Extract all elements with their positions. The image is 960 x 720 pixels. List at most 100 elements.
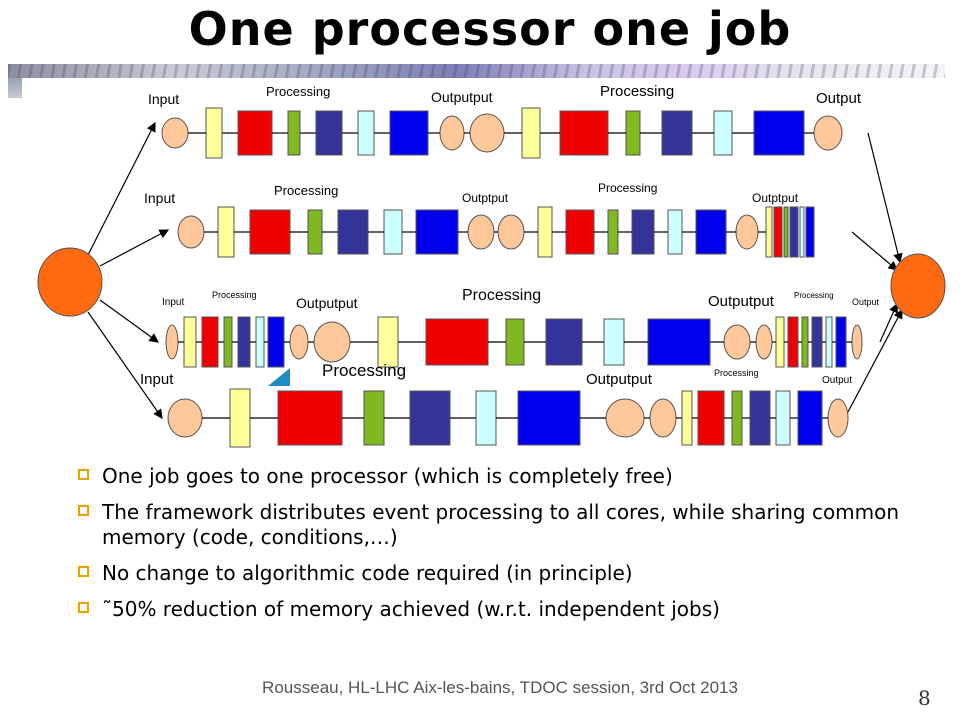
output-node	[605, 398, 645, 438]
stage-cyan-box	[383, 209, 403, 255]
stage-red-box	[425, 318, 489, 366]
stage-red-box	[787, 316, 799, 368]
flow-arrow	[867, 132, 903, 264]
output-node	[813, 115, 843, 151]
flow-arrow	[87, 121, 156, 256]
job-collector-node	[890, 253, 946, 319]
stage-blue-box	[389, 110, 429, 156]
bullet-item: One job goes to one processor (which is …	[78, 464, 938, 489]
diagram-label: Processing	[714, 368, 759, 378]
page-number: 8	[918, 686, 931, 710]
footer-citation: Rousseau, HL-LHC Aix-les-bains, TDOC ses…	[262, 678, 738, 697]
input-node	[497, 214, 525, 250]
output-node	[851, 324, 863, 360]
slide-title: One processor one job	[188, 2, 792, 56]
stage-navy-box	[545, 318, 583, 366]
flow-arrow	[87, 311, 163, 419]
bullet-text: ˜50% reduction of memory achieved (w.r.t…	[102, 597, 720, 621]
flow-arrow	[99, 229, 170, 267]
diagram-label: Processing	[598, 181, 657, 195]
flow-arrow	[847, 308, 903, 413]
stage-blue-box	[695, 209, 727, 255]
stage-cyan-box	[799, 206, 805, 258]
bullet-marker-icon	[78, 505, 89, 516]
stage-red-box	[565, 209, 595, 255]
bullet-text: One job goes to one processor (which is …	[102, 464, 673, 488]
stage-cyan-box	[357, 110, 375, 156]
stage-yellow-box	[229, 388, 251, 448]
bullet-item: ˜50% reduction of memory achieved (w.r.t…	[78, 597, 938, 622]
output-node	[289, 324, 309, 360]
stage-cyan-box	[667, 209, 683, 255]
diagram-label: Outputput	[296, 295, 358, 311]
decorative-wedge	[268, 368, 290, 386]
stage-blue-box	[647, 318, 711, 366]
bullet-list: One job goes to one processor (which is …	[78, 464, 938, 633]
input-node	[177, 215, 205, 249]
stage-green-box	[505, 318, 525, 366]
stage-navy-box	[237, 316, 251, 368]
stage-yellow-box	[217, 206, 235, 258]
diagram-label: Processing	[266, 84, 330, 99]
stage-green-box	[731, 390, 743, 446]
stage-red-box	[697, 390, 725, 446]
output-node	[467, 214, 495, 250]
output-node	[723, 324, 751, 360]
stage-cyan-box	[713, 110, 733, 156]
input-node	[165, 324, 179, 360]
bullet-marker-icon	[78, 469, 89, 480]
input-node	[755, 324, 773, 360]
stage-navy-box	[661, 110, 693, 156]
stage-blue-box	[835, 316, 847, 368]
stage-cyan-box	[603, 318, 625, 366]
stage-yellow-box	[183, 316, 197, 368]
diagram-label: Input	[140, 371, 174, 388]
bullet-item: No change to algorithmic code required (…	[78, 561, 938, 586]
stage-green-box	[625, 110, 641, 156]
diagram-label: Input	[148, 91, 179, 107]
stage-navy-box	[749, 390, 771, 446]
stage-navy-box	[315, 110, 343, 156]
stage-cyan-box	[475, 390, 497, 446]
diagram-label: Output	[816, 90, 862, 107]
input-node	[649, 398, 677, 438]
stage-green-box	[223, 316, 233, 368]
diagram-label: Input	[162, 297, 184, 308]
stage-navy-box	[337, 209, 369, 255]
stage-yellow-box	[537, 206, 553, 258]
stage-yellow-box	[377, 316, 399, 368]
stage-red-box	[237, 110, 273, 156]
stage-navy-box	[631, 209, 655, 255]
input-node	[469, 113, 505, 153]
diagram-label: Outputput	[586, 371, 653, 388]
diagram-label: Outptput	[462, 191, 509, 205]
stage-green-box	[307, 209, 323, 255]
diagram-label: Processing	[274, 183, 338, 198]
stage-red-box	[249, 209, 291, 255]
banner-fragment	[8, 78, 22, 98]
stage-blue-box	[517, 390, 581, 446]
output-node	[827, 398, 849, 438]
stage-cyan-box	[825, 316, 833, 368]
input-node	[167, 398, 203, 438]
stage-yellow-box	[681, 390, 693, 446]
diagram-label: Outputput	[431, 89, 493, 105]
diagram-label: Processing	[794, 291, 834, 300]
diagram-label: Processing	[462, 287, 541, 304]
diagram-label: Outputput	[708, 293, 775, 310]
diagram-label: Processing	[600, 83, 674, 100]
bullet-text: No change to algorithmic code required (…	[102, 561, 633, 585]
diagram-label: Output	[822, 375, 852, 386]
stage-green-box	[783, 206, 789, 258]
bullet-marker-icon	[78, 566, 89, 577]
bullet-text: The framework distributes event processi…	[102, 500, 900, 549]
header-banner-image	[8, 64, 945, 78]
job-dispatcher-node	[37, 247, 103, 317]
stage-cyan-box	[255, 316, 265, 368]
input-node	[161, 117, 189, 149]
stage-green-box	[287, 110, 301, 156]
stage-red-box	[559, 110, 609, 156]
stage-blue-box	[805, 206, 815, 258]
diagram-label: Input	[144, 190, 175, 206]
